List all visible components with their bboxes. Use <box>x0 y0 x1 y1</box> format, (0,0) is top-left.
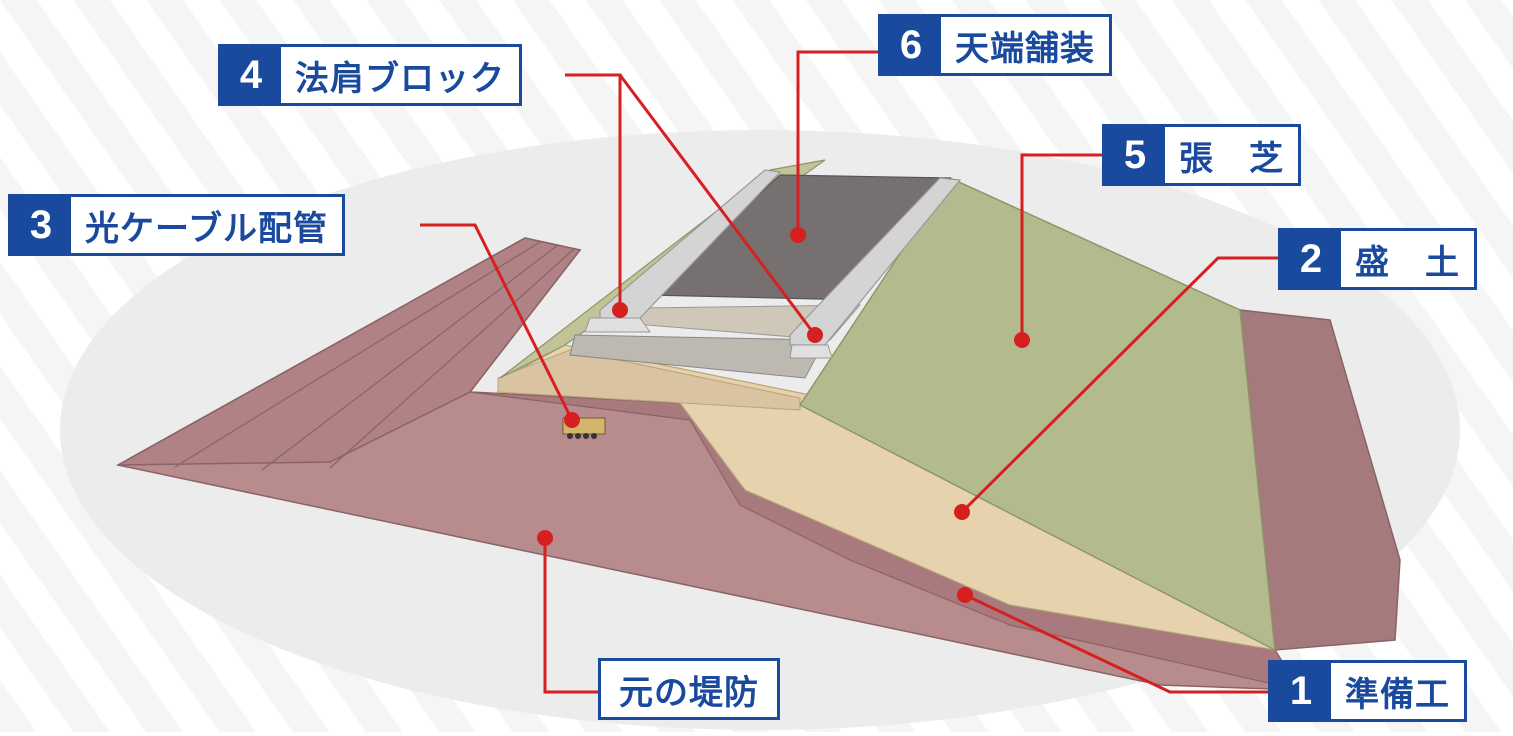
label-number: 1 <box>1271 663 1331 719</box>
label-text: 元の堤防 <box>619 672 759 713</box>
leader-lines <box>420 50 1278 694</box>
label-number: 3 <box>11 197 71 253</box>
marker-dot <box>807 327 823 343</box>
marker-dot <box>957 587 973 603</box>
marker-dot <box>612 302 628 318</box>
label-1-preparation: 1 準備工 <box>1268 660 1467 722</box>
label-6-crown-pavement: 6 天端舗装 <box>878 14 1112 76</box>
marker-dot <box>564 412 580 428</box>
marker-dot <box>790 227 806 243</box>
label-number: 5 <box>1105 127 1165 183</box>
label-text: 張 芝 <box>1179 138 1284 179</box>
label-text: 天端舗装 <box>955 28 1095 69</box>
marker-dot <box>1014 332 1030 348</box>
label-text: 法肩ブロック <box>295 58 505 99</box>
label-3-optical-cable: 3 光ケーブル配管 <box>8 194 345 256</box>
label-2-fill-soil: 2 盛 土 <box>1278 228 1477 290</box>
label-text: 準備工 <box>1345 674 1450 715</box>
marker-dot <box>537 530 553 546</box>
label-text: 光ケーブル配管 <box>85 208 328 249</box>
label-number: 4 <box>221 47 281 103</box>
marker-dot <box>954 504 970 520</box>
label-original-levee: 元の堤防 <box>598 658 780 720</box>
label-text: 盛 土 <box>1355 242 1460 283</box>
label-5-turf: 5 張 芝 <box>1102 124 1301 186</box>
label-number: 6 <box>881 17 941 73</box>
label-4-shoulder-block: 4 法肩ブロック <box>218 44 522 106</box>
crown-lower-layer <box>569 334 826 379</box>
marker-dots <box>537 227 1030 603</box>
original-levee-left-slope <box>117 237 582 466</box>
label-number: 2 <box>1281 231 1341 287</box>
